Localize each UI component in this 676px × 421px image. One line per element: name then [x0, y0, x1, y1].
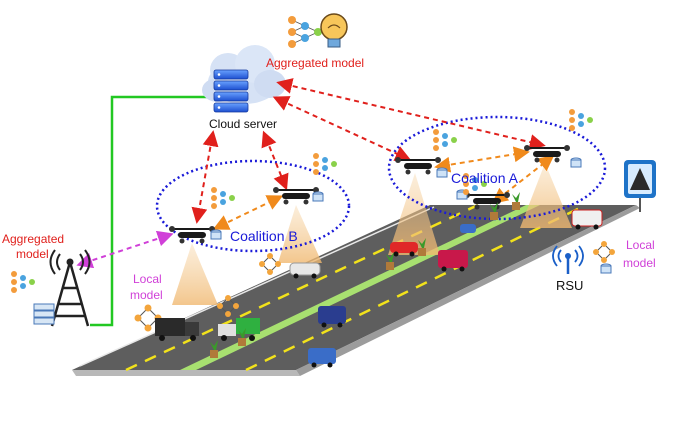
local-model-label-left-line1: Local [133, 272, 162, 286]
road-edge-near [72, 370, 300, 376]
lightbulb-icon [320, 13, 348, 48]
plant-icon [386, 252, 394, 270]
uav-beam [388, 173, 440, 255]
van-icon [571, 209, 603, 230]
cloud-server [202, 45, 286, 113]
plant-icon [490, 202, 498, 220]
neural-network-icon [11, 271, 35, 293]
road-sign-icon [624, 160, 656, 212]
uav-drone-icon [273, 187, 319, 205]
bs-uav-link [76, 230, 174, 269]
local-model-label-right-line2: model [623, 256, 656, 270]
plant-icon [418, 238, 426, 256]
truck-icon [218, 318, 260, 341]
wired-backhaul-link [90, 95, 212, 327]
truck-icon [155, 318, 199, 341]
road-edge-line [79, 206, 435, 367]
uav-drone-icon [395, 157, 441, 175]
aggregated-model-label-left-line1: Aggregated [2, 232, 65, 246]
highway [72, 203, 640, 376]
neural-network-icon [433, 129, 457, 151]
local-model-icon [593, 241, 615, 263]
road-right-side [296, 205, 640, 376]
database-icon [570, 157, 582, 168]
local-model-label-left-line2: model [130, 288, 163, 302]
cloud-link [261, 130, 289, 191]
van-icon [308, 348, 336, 368]
database-icon [436, 167, 448, 178]
neural-network-icon [313, 153, 337, 175]
coalition-b-ring [155, 159, 351, 253]
rsu-label: RSU [556, 278, 584, 293]
cloud-server-label: Cloud server [209, 117, 278, 131]
plant-icon [238, 328, 246, 346]
server-stack-icon [33, 303, 55, 325]
cloud-link [191, 130, 219, 224]
aggregated-model-label-left-line2: model [16, 247, 49, 261]
coalition-a-label: Coalition A [451, 170, 518, 186]
cell-tower-icon [49, 249, 91, 327]
neural-network-icon [288, 16, 322, 48]
neural-network-icon [569, 109, 593, 131]
rsu-antenna-icon [552, 245, 584, 274]
uav-drone-icon [524, 145, 570, 163]
plant-icon [210, 340, 218, 358]
database-icon [600, 263, 612, 274]
car-icon [289, 262, 321, 279]
coalition-b-label: Coalition B [230, 228, 298, 244]
neural-network-icon [463, 173, 487, 195]
cloud-link [276, 78, 546, 150]
uav-link [434, 146, 530, 173]
median-grass [180, 205, 540, 370]
uav-beam [278, 205, 322, 263]
local-model-icon [217, 295, 239, 317]
car-icon [460, 224, 476, 233]
uav-link [212, 195, 284, 230]
server-rack-icon [213, 69, 249, 113]
uav-beam [520, 163, 572, 228]
cloud-link [272, 96, 412, 161]
local-model-label-right-line1: Local [626, 238, 655, 252]
van-icon [318, 306, 346, 328]
van-icon [438, 250, 468, 272]
uav-drone-icon [169, 226, 215, 244]
plant-icon [512, 192, 520, 210]
database-icon [312, 191, 324, 202]
uav-drone-icon [464, 192, 510, 210]
neural-network-icon [211, 187, 235, 209]
aggregated-model-label-top: Aggregated model [266, 56, 365, 70]
local-model-icon [259, 253, 281, 275]
uav-beam [172, 243, 218, 305]
car-icon [390, 242, 418, 257]
database-icon [210, 229, 222, 240]
